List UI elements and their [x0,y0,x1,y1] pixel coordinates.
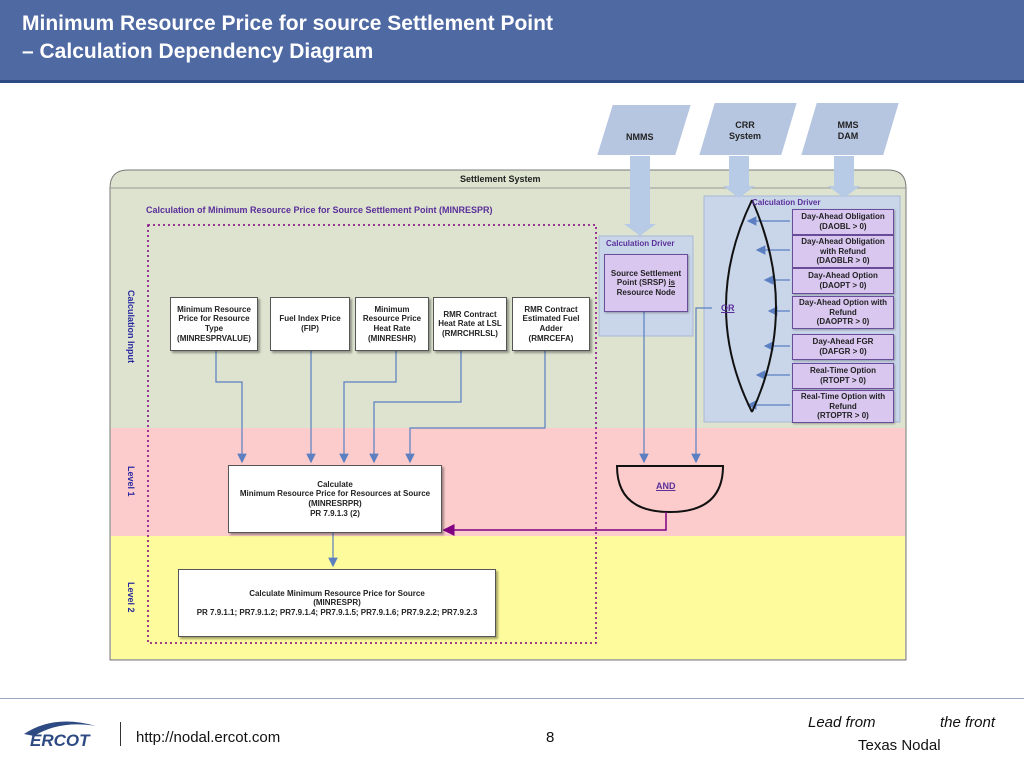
page-title-line2: – Calculation Dependency Diagram [22,40,374,63]
header-rule [0,80,1024,83]
or-gate-outer [751,199,777,413]
mms-label-line1: MMS [837,120,859,130]
nmms-shape [594,103,694,157]
driver-rtopt: Real-Time Option(RTOPT > 0) [792,363,894,389]
mms-shape [798,101,902,157]
tagline-part2: the front [940,714,996,731]
ercot-logo: ERCOT [24,721,96,750]
crr-label-line1: CRR [735,120,755,130]
input-fip: Fuel Index Price(FIP) [270,297,350,351]
driver-dafgr: Day-Ahead FGR(DAFGR > 0) [792,334,894,360]
tagline-part1: Lead from [808,714,876,731]
calculation-boundary [147,224,597,644]
footer-divider [120,722,121,746]
level2-calc-box: Calculate Minimum Resource Price for Sou… [178,569,496,637]
and-gate [615,465,725,514]
mms-label: MMS DAM [825,120,871,142]
and-gate-label: AND [656,481,676,491]
nmms-label: NMMS [626,132,654,142]
srsp-driver-title: Calculation Driver [606,239,675,248]
crr-label-line2: System [728,130,762,141]
driver-daobl: Day-Ahead Obligation(DAOBL > 0) [792,209,894,235]
srsp-driver-box: Source Settlement Point (SRSP) is Resour… [604,254,688,312]
band-label-level1: Level 1 [126,466,136,497]
tagline-texas-nodal: Texas Nodal [858,737,941,754]
header-bar [0,0,1024,80]
crr-label: CRR System [722,120,768,142]
page-number: 8 [546,729,555,746]
mms-label-line2: DAM [837,130,859,141]
band-label-level2: Level 2 [126,582,136,613]
right-driver-title: Calculation Driver [752,198,821,207]
svg-text:ERCOT: ERCOT [30,731,91,750]
settlement-system-label: Settlement System [460,174,541,184]
or-gate-inner [725,199,753,413]
driver-daopt: Day-Ahead Option(DAOPT > 0) [792,268,894,294]
crr-shape [696,101,800,157]
footer-rule [0,698,1024,699]
page-title-line1: Minimum Resource Price for source Settle… [22,12,553,35]
calculation-title: Calculation of Minimum Resource Price fo… [146,205,493,215]
footer-url[interactable]: http://nodal.ercot.com [136,729,281,746]
or-gate-label: OR [721,303,735,313]
band-label-calculation-input: Calculation Input [126,290,136,363]
